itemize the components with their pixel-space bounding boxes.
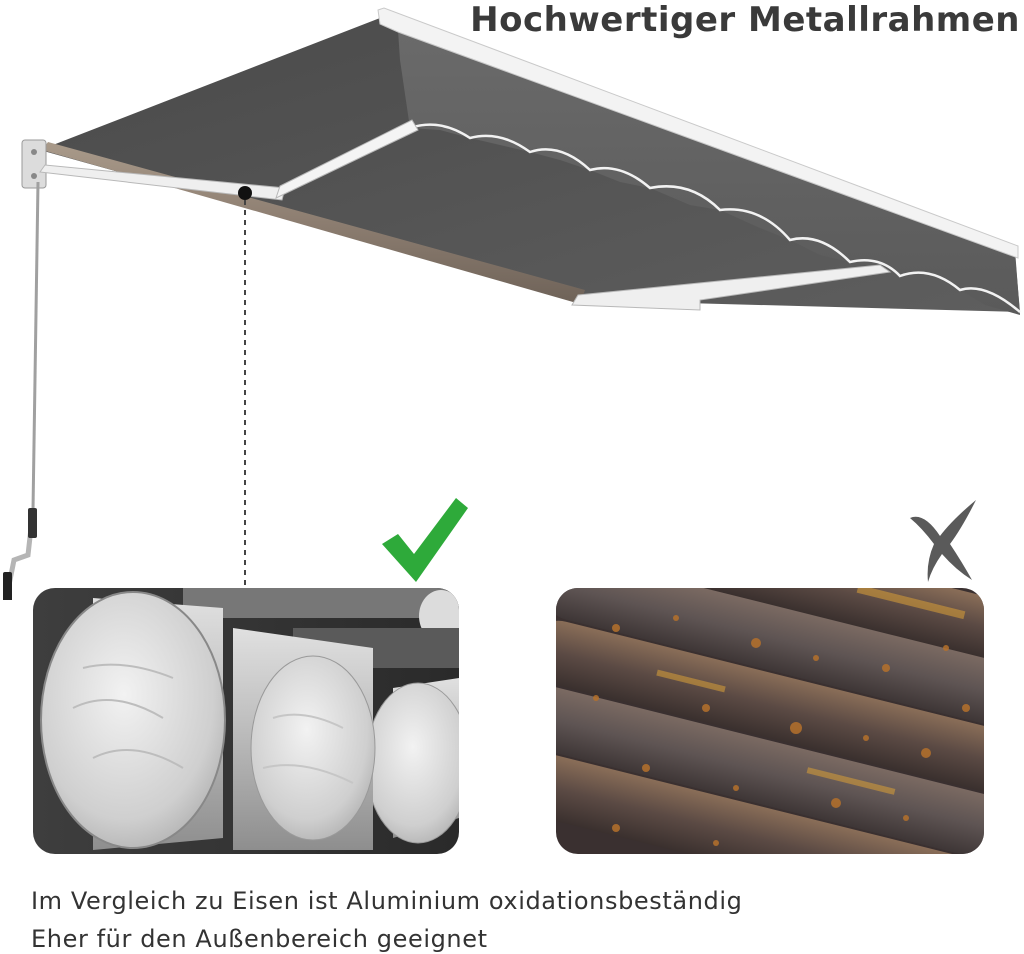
wall-bracket — [21, 139, 47, 189]
arm-joint — [238, 186, 252, 200]
awning-canopy — [40, 7, 1021, 315]
page-title: Hochwertiger Metallrahmen — [470, 0, 1020, 40]
aluminium-bars-photo — [33, 588, 459, 854]
folding-arm — [39, 119, 892, 311]
caption-line-1: Im Vergleich zu Eisen ist Aluminium oxid… — [31, 887, 743, 915]
caption-line-2: Eher für den Außenbereich geeignet — [31, 925, 488, 953]
rusty-iron-bars-photo — [556, 588, 984, 854]
crank-rod — [3, 181, 40, 600]
cross-icon — [910, 500, 976, 582]
check-icon — [382, 498, 468, 582]
awning-illustration — [3, 7, 1021, 600]
